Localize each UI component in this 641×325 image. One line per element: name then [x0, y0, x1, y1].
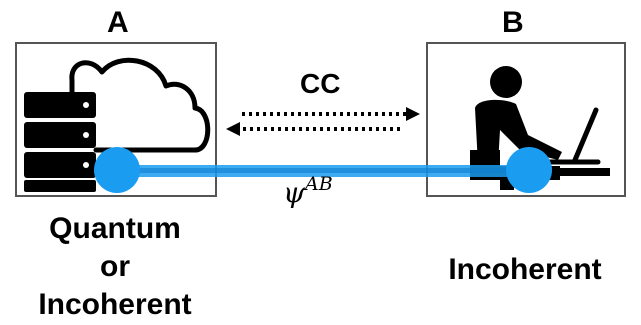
party-b-label: B — [502, 6, 524, 39]
qubit-a-dot — [94, 147, 140, 193]
state-superscript: AB — [304, 173, 333, 195]
state-symbol: ψ — [283, 176, 305, 209]
party-a-caption-line: Incoherent — [38, 288, 192, 321]
party-a-label: A — [107, 6, 129, 39]
party-a-caption-line: Quantum — [49, 212, 181, 245]
party-b-caption: Incoherent — [420, 251, 630, 289]
entanglement-link — [94, 147, 552, 193]
party-a-caption: Quantum or Incoherent — [10, 210, 220, 324]
party-a-caption-line: or — [100, 250, 130, 283]
qubit-b-dot — [506, 147, 552, 193]
cloud-icon — [69, 57, 211, 153]
state-label: ψAB — [283, 173, 333, 209]
classical-channel-label: CC — [300, 68, 341, 99]
party-b-caption-line: Incoherent — [448, 253, 602, 286]
server-rack-icon — [24, 92, 96, 192]
classical-channel-arrows — [226, 107, 420, 136]
